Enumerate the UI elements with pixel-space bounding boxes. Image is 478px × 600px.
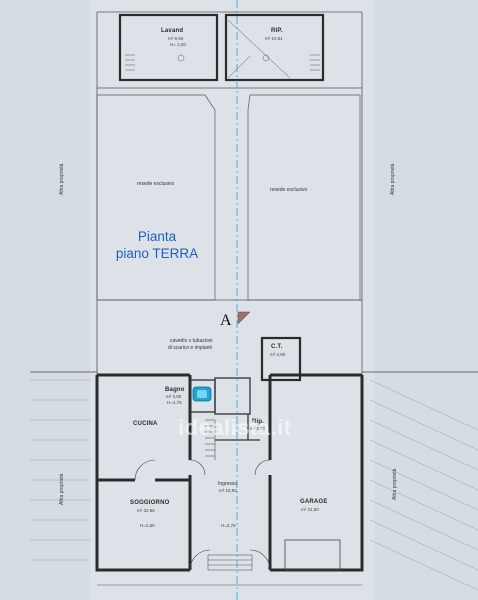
plan-title-line2: piano TERRA (115, 246, 199, 261)
cavedio-note-line2: di scarico e impianti (168, 345, 212, 351)
room-height-ingresso: H=2,75 (221, 523, 236, 528)
room-area-lavand: m² 9,94 (168, 36, 184, 41)
resede-left-label: resede esclusivo (137, 181, 175, 187)
side-label-left-top: Altra proprietà (59, 163, 65, 195)
room-area-bagno: m² 3,89 (166, 394, 182, 399)
section-mark: A (220, 312, 232, 329)
plan-title-line1: Pianta (137, 229, 177, 244)
room-name-ingresso: Ingresso (218, 481, 238, 487)
resede-right-label: resede esclusivo (270, 187, 308, 193)
room-name-rip-top: RIP. (271, 28, 283, 34)
inner-partitions (189, 377, 260, 441)
room-height-bagno: H=2,75 (167, 400, 182, 405)
annex-walls (118, 13, 325, 82)
ct-room-walls (260, 336, 302, 382)
side-label-right-bottom: Altra proprietà (392, 468, 398, 500)
side-label-right-top: Altra proprietà (390, 163, 396, 195)
room-area-garage: m² 31,50 (301, 507, 319, 512)
garage-door (284, 539, 341, 571)
room-name-rip-small: Rip. (252, 419, 265, 425)
room-name-soggiorno: SOGGIORNO (130, 500, 170, 506)
room-name-cucina: CUCINA (133, 421, 158, 427)
room-area-ingresso: m² 18,93 (219, 488, 237, 493)
neighbour-hatching (30, 379, 478, 591)
room-name-garage: GARAGE (300, 499, 328, 505)
room-area-soggiorno: m² 32,96 (137, 508, 155, 513)
room-height-lavand: H= 2,20 (170, 42, 186, 47)
room-height-soggiorno: H=2,80 (140, 523, 155, 528)
side-label-left-bottom: Altra proprietà (59, 473, 65, 505)
annex-details (125, 19, 320, 79)
room-name-ct: C.T. (271, 344, 283, 350)
watermark: idealista.it (178, 415, 292, 440)
cavedio-note-line1: cavedio x tubazioni (170, 338, 213, 344)
room-area-rip-top: m² 10,61 (265, 36, 283, 41)
stairs (205, 419, 216, 460)
section-arrow (237, 311, 251, 325)
room-name-lavand: Lavand (161, 28, 184, 34)
room-name-bagno: Bagno (165, 387, 185, 393)
room-area-ct: m² 2,90 (270, 352, 286, 357)
room-area-rip-small: m² 2,36 (250, 426, 266, 431)
plan-title: Pianta piano TERRA (98, 228, 216, 262)
entrance-steps (207, 554, 253, 571)
resede-areas (96, 94, 361, 301)
door-swings (134, 459, 271, 571)
